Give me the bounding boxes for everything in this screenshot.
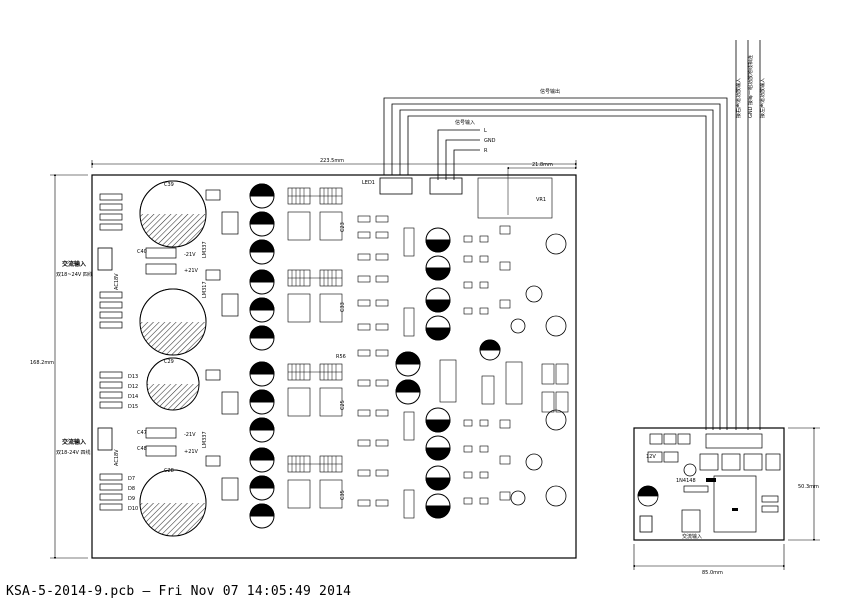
main-board-outline: [91, 174, 577, 559]
led-label: LED1: [362, 180, 375, 186]
r56-label: R56: [336, 354, 346, 360]
ctrl-label-gnd: GND 接每一组功放地线相连: [747, 55, 754, 118]
right-transistors: [510, 233, 567, 507]
small-board-ac-label: 交流输入: [682, 533, 702, 540]
control-wires: [735, 40, 761, 430]
heatsink-fins: [288, 188, 342, 472]
c40-label: C40: [137, 249, 147, 255]
d7-label: D7: [128, 476, 135, 482]
dim-offset: 21.8mm: [506, 162, 578, 215]
regulator-blocks: [205, 189, 239, 501]
cap-c39-label: C39: [164, 182, 174, 188]
signal-input-label: 信号输入: [455, 119, 475, 126]
c35-label: C35: [340, 490, 346, 500]
small-board-terminals: [647, 433, 781, 533]
in4148-label: 1N4148: [676, 478, 696, 484]
dim-left-height: 168.2mm: [30, 173, 88, 560]
ac-input-label-bottom: 交流输入: [62, 438, 86, 446]
dim-small-height: 50.3mm: [788, 426, 820, 542]
led-connector: [379, 177, 413, 195]
small-board-caps: [637, 463, 697, 533]
signal-output-wires: [383, 97, 728, 430]
c33-label: C33: [340, 302, 346, 312]
dim-left-height-label: 168.2mm: [30, 360, 54, 366]
filter-caps: [145, 247, 177, 457]
ac-terminals-left: [97, 247, 113, 451]
v21p-label: +21V: [184, 268, 199, 274]
lm337b-label: LM337: [202, 431, 208, 448]
vr1-pot: [477, 177, 553, 219]
lm337-label: LM337: [202, 241, 208, 258]
diode-column-top: [99, 193, 123, 511]
d8-label: D8: [128, 486, 135, 492]
ac18v-bottom: AC18V: [114, 449, 120, 466]
vr1-label: VR1: [536, 197, 546, 203]
signal-input-wires: [437, 129, 480, 180]
v21p2-label: +21V: [184, 449, 199, 455]
cap-c29-label: C29: [164, 359, 174, 365]
signal-input-R: R: [484, 148, 488, 154]
cap-c28-label: C28: [164, 468, 174, 474]
signal-input-GND: GND: [484, 138, 496, 144]
dim-top-width: 223.5mm: [90, 158, 578, 168]
v21n-label: -21V: [184, 252, 196, 258]
lm317-label: LM317: [202, 281, 208, 298]
ac-input-spec-bottom: 双18-24V 四线: [56, 449, 91, 456]
d9-label: D9: [128, 496, 135, 502]
d12-label: D12: [128, 384, 138, 390]
ac18v-top: AC18V: [114, 273, 120, 290]
d15-label: D15: [128, 404, 138, 410]
d14-label: D14: [128, 394, 138, 400]
v21n2-label: -21V: [184, 432, 196, 438]
small-board-outline: [633, 427, 785, 541]
signal-output-label: 信号输出: [540, 88, 560, 95]
ac-input-label-top: 交流输入: [62, 260, 86, 268]
electrolytic-caps: [249, 183, 501, 529]
d10-label: D10: [128, 506, 138, 512]
c23-label: C23: [340, 222, 346, 232]
ctrl-label-right: 接右声道功放输入: [735, 78, 742, 118]
file-caption: KSA-5-2014-9.pcb – Fri Nov 07 14:05:49 2…: [6, 584, 352, 599]
dim-offset-label: 21.8mm: [532, 162, 553, 168]
big-capacitors: C39 C29 C28: [139, 180, 207, 537]
ac-input-spec-top: 双18~24V 四线: [56, 271, 93, 278]
dim-top-width-label: 223.5mm: [320, 158, 344, 164]
small-board-jack: [732, 508, 738, 511]
v12-label: 12V: [646, 454, 656, 460]
c25-label: C25: [340, 400, 346, 410]
c48-label: C48: [137, 446, 147, 452]
dim-small-width: 85.0mm: [632, 544, 786, 576]
ctrl-label-left: 接左声道功放输入: [759, 78, 766, 118]
resistor-field: [357, 215, 523, 519]
small-board-diode: [706, 478, 716, 482]
d13-label: D13: [128, 374, 138, 380]
c47-label: C47: [137, 430, 147, 436]
right-edge-resistors: [541, 363, 569, 413]
signal-input-L: L: [484, 128, 487, 134]
input-connector: [429, 177, 463, 195]
dim-small-width-label: 85.0mm: [702, 570, 723, 576]
dim-small-height-label: 50.3mm: [798, 484, 819, 490]
